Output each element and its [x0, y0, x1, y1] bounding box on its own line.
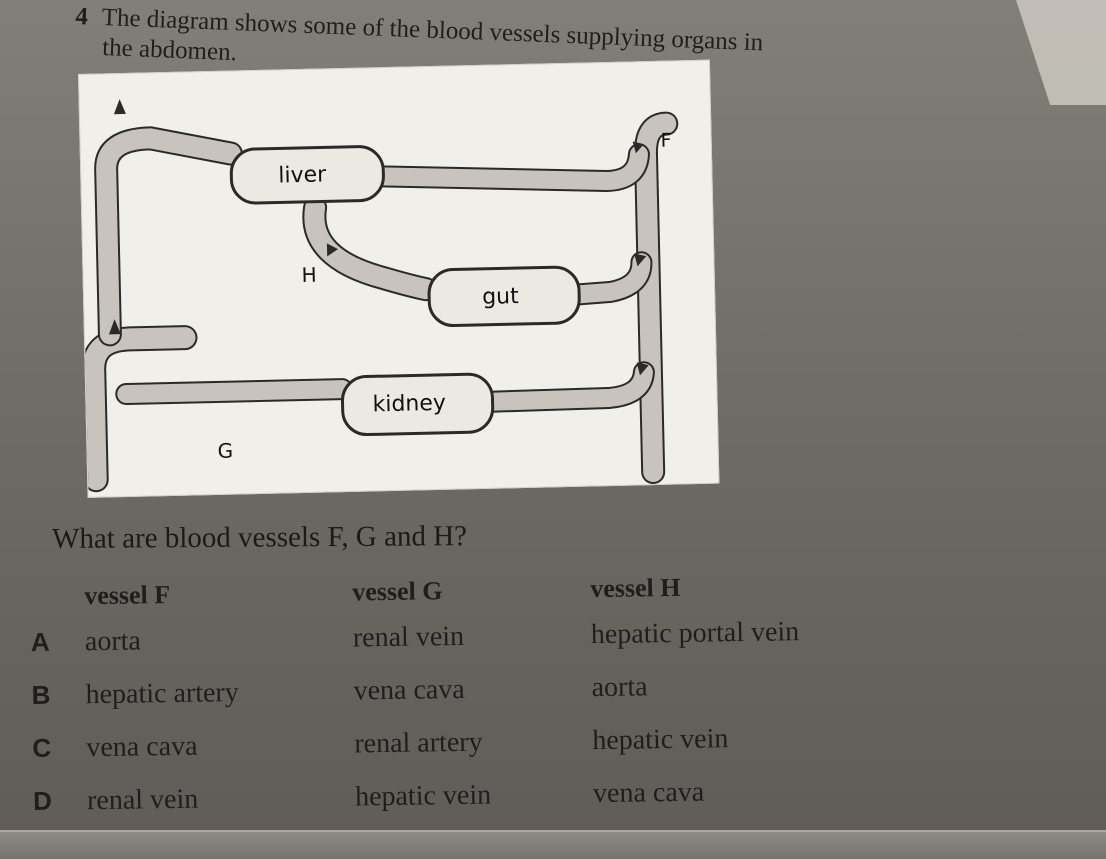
liver-organ — [229, 145, 385, 205]
kidney-organ — [340, 372, 495, 437]
option-a-vessel-h: hepatic portal vein — [590, 615, 800, 650]
liver-label: liver — [278, 162, 327, 188]
option-c-vessel-f: vena cava — [86, 730, 198, 763]
vessel-g — [83, 327, 196, 491]
vessel-g-label: G — [217, 439, 233, 463]
table-header-spacer — [28, 596, 84, 597]
table-row: D renal vein hepatic vein vena cava — [31, 763, 892, 828]
gut-vessel — [563, 253, 651, 304]
vessel-h — [304, 197, 436, 300]
upward-arrow-icon — [108, 319, 121, 335]
option-b-vessel-h: aorta — [591, 670, 648, 703]
question-prompt: What are blood vessels F, G and H? — [52, 520, 468, 555]
kidney-vessel — [482, 363, 653, 411]
vessel-f-label: F — [660, 130, 671, 152]
header-vessel-g: vessel G — [352, 576, 443, 607]
upward-arrow-icon — [113, 99, 126, 115]
option-letter: A — [30, 626, 50, 657]
diagram-svg: liver gut kidney F H G — [79, 60, 719, 497]
answer-options-table: vessel F vessel G vessel H A aorta renal… — [28, 566, 891, 828]
option-letter: C — [32, 732, 52, 763]
option-d-vessel-g: hepatic vein — [354, 779, 492, 812]
header-vessel-h: vessel H — [590, 572, 681, 604]
page-bottom-edge — [0, 830, 1106, 859]
left-arrow-icon — [636, 362, 649, 376]
option-c-vessel-h: hepatic vein — [592, 722, 729, 756]
option-c-vessel-g: renal artery — [354, 726, 483, 759]
page-corner — [1016, 0, 1106, 105]
gut-organ — [427, 265, 581, 328]
gut-label: gut — [482, 284, 519, 310]
liver-vessel — [367, 145, 648, 191]
left-arrow-icon — [632, 141, 644, 154]
vessel-h-label: H — [301, 263, 317, 287]
option-letter: D — [32, 785, 53, 816]
kidney-label: kidney — [372, 391, 446, 418]
header-vessel-f: vessel F — [84, 580, 171, 611]
option-b-vessel-g: vena cava — [353, 673, 465, 706]
blood-vessel-diagram: liver gut kidney F H G — [78, 59, 720, 498]
left-upper-vessel — [96, 128, 241, 345]
option-b-vessel-f: hepatic artery — [85, 676, 239, 710]
h-arrow-icon — [326, 243, 339, 257]
option-a-vessel-f: aorta — [84, 624, 142, 657]
option-a-vessel-g: renal vein — [352, 620, 465, 653]
option-d-vessel-h: vena cava — [592, 776, 705, 809]
question-number: 4 — [74, 2, 89, 31]
left-arrow-icon — [634, 253, 647, 267]
option-d-vessel-f: renal vein — [86, 783, 199, 816]
option-letter: B — [31, 679, 51, 710]
lower-left-vessel — [117, 380, 352, 403]
